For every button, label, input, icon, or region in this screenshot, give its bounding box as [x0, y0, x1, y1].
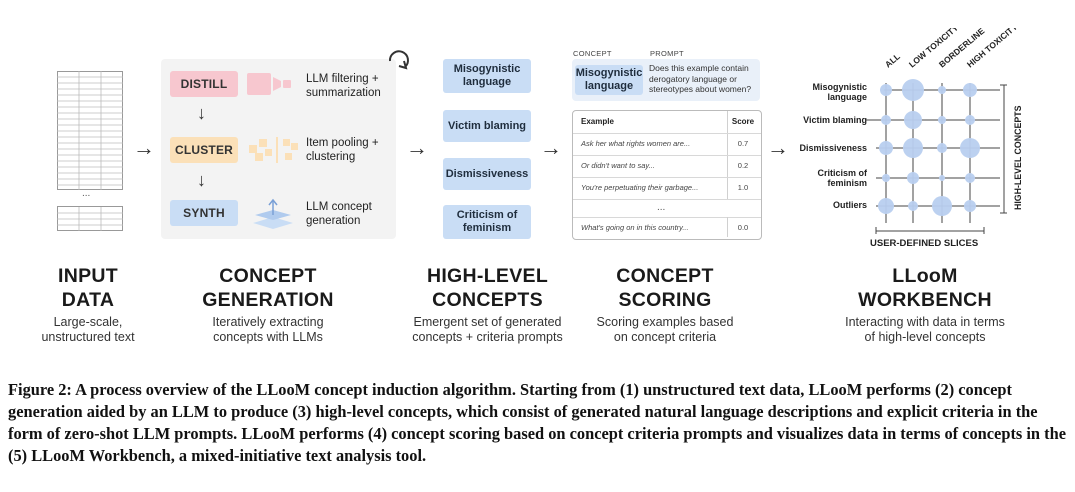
prompt-column-label: PROMPT [650, 49, 684, 58]
concept-box-victim-blaming: Victim blaming [443, 110, 531, 142]
example-text: Ask her what rights women are... [581, 139, 691, 148]
score-value: 1.0 [737, 183, 749, 192]
arrow-right-icon: → [767, 135, 789, 160]
row-label: Outliers [832, 200, 867, 210]
figure-caption: Figure 2: A process overview of the LLoo… [8, 380, 1066, 465]
table-row: You're perpetuating their garbage... 1.0 [573, 177, 761, 200]
loop-arrow-icon [388, 50, 409, 70]
row-label: Victim blaming [803, 115, 867, 125]
y-axis-label: HIGH-LEVEL CONCEPTS [1013, 105, 1023, 210]
arrow-down-icon: ↓ [197, 103, 206, 123]
workbench-bubble-matrix: ALL LOW TOXICITY BORDERLINE HIGH TOXICIT… [866, 28, 1020, 234]
concept-column-label: CONCEPT [573, 49, 612, 58]
example-text: You're perpetuating their garbage... [581, 183, 699, 192]
input-ellipsis: ... [82, 188, 91, 199]
filter-summarize-icon [247, 73, 291, 95]
concept-box-dismissiveness: Dismissiveness [443, 158, 531, 190]
input-data-table-icon [57, 71, 123, 231]
example-text: Or didn't want to say... [581, 161, 655, 170]
synth-step: SYNTH [170, 200, 238, 226]
row-label: Dismissiveness [799, 143, 867, 153]
score-value: 0.7 [737, 139, 749, 148]
x-axis-label: USER-DEFINED SLICES [870, 238, 979, 249]
arrow-down-icon: ↓ [197, 170, 206, 190]
col-label-all: ALL [883, 51, 902, 69]
score-column-header: Score [731, 117, 755, 126]
distill-description: LLM filtering +summarization [306, 73, 381, 99]
table-ellipsis: ... [657, 202, 666, 213]
table-row: Ask her what rights women are... 0.7 [573, 133, 761, 156]
prompt-text: Does this example contain derogatory lan… [649, 63, 752, 94]
concept-generation-panel: DISTILL CLUSTER SYNTH ↓ ↓ LLM filtering … [161, 59, 396, 239]
arrow-right-icon: → [133, 135, 155, 160]
score-value: 0.2 [737, 161, 749, 170]
arrow-right-icon: → [540, 135, 562, 160]
cluster-step: CLUSTER [170, 137, 238, 163]
score-value: 0.0 [737, 223, 749, 232]
arrow-right-icon: → [406, 135, 428, 160]
table-row: Or didn't want to say... 0.2 [573, 155, 761, 178]
cluster-description: Item pooling +clustering [306, 137, 379, 163]
layers-synth-icon [253, 198, 293, 229]
score-table-header: Example Score [573, 111, 761, 134]
distill-step: DISTILL [170, 71, 238, 97]
input-data-subtitle: Large-scale,unstructured text [41, 315, 135, 344]
cluster-pool-icon [249, 137, 298, 163]
table-row: What's going on in this country... 0.0 [573, 217, 761, 238]
example-text: What's going on in this country... [581, 223, 689, 232]
y-axis-label-holder: HIGH-LEVEL CONCEPTS [1013, 105, 1023, 210]
example-column-header: Example [581, 117, 614, 126]
score-table: Example Score Ask her what rights women … [572, 110, 762, 240]
